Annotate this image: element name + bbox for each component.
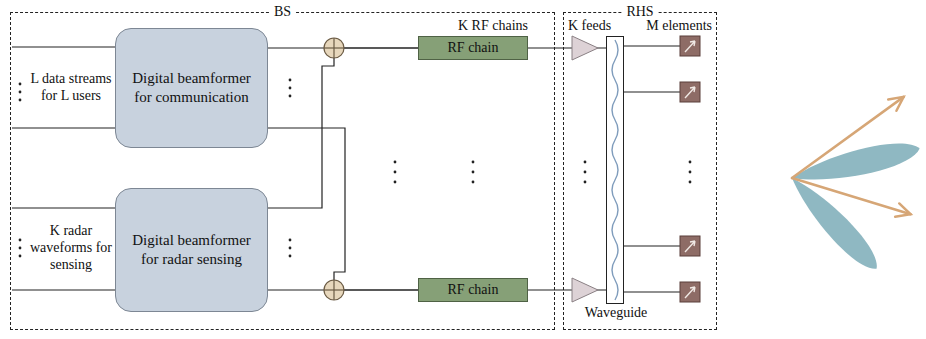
beam-arrow (788, 91, 913, 221)
box-text: Digital beamformer for communication (128, 69, 255, 107)
annotation-label: K radar waveforms for sensing (28, 222, 114, 273)
beam-lobe (783, 136, 922, 277)
beamformer-box: Digital beamformer for communication (115, 28, 268, 148)
annotation-label: K RF chains (398, 17, 528, 34)
box-text: RF chain (448, 40, 499, 56)
waveguide-wave (612, 40, 618, 300)
region-box: BSDigital beamformer for communicationDi… (10, 12, 555, 330)
rf-chain-box: RF chain (418, 278, 528, 302)
region-title: RHS (622, 4, 657, 19)
signal-wire (268, 128, 418, 290)
annotation-label: M elements (636, 17, 712, 34)
annotation-label: K feeds (568, 17, 638, 34)
input-wires (12, 47, 115, 290)
radiating-element (680, 36, 700, 302)
box-text: RF chain (448, 282, 499, 298)
title-holder: Waveguide (567, 304, 665, 322)
annotation-label: L data streams for L users (28, 70, 114, 104)
waveguide-box: Waveguide (606, 36, 624, 304)
feed-amplifier (572, 36, 598, 302)
signal-wire (268, 289, 418, 290)
box-text: Digital beamformer for radar sensing (128, 231, 255, 269)
rf-chain-box: RF chain (418, 36, 528, 60)
beamformer-box: Digital beamformer for radar sensing (115, 188, 268, 312)
component-label: Waveguide (585, 305, 648, 320)
region-box: RHSWaveguide (563, 12, 717, 330)
element-wires (624, 46, 680, 292)
adder-symbol (324, 38, 344, 300)
region-title: BS (270, 4, 295, 19)
